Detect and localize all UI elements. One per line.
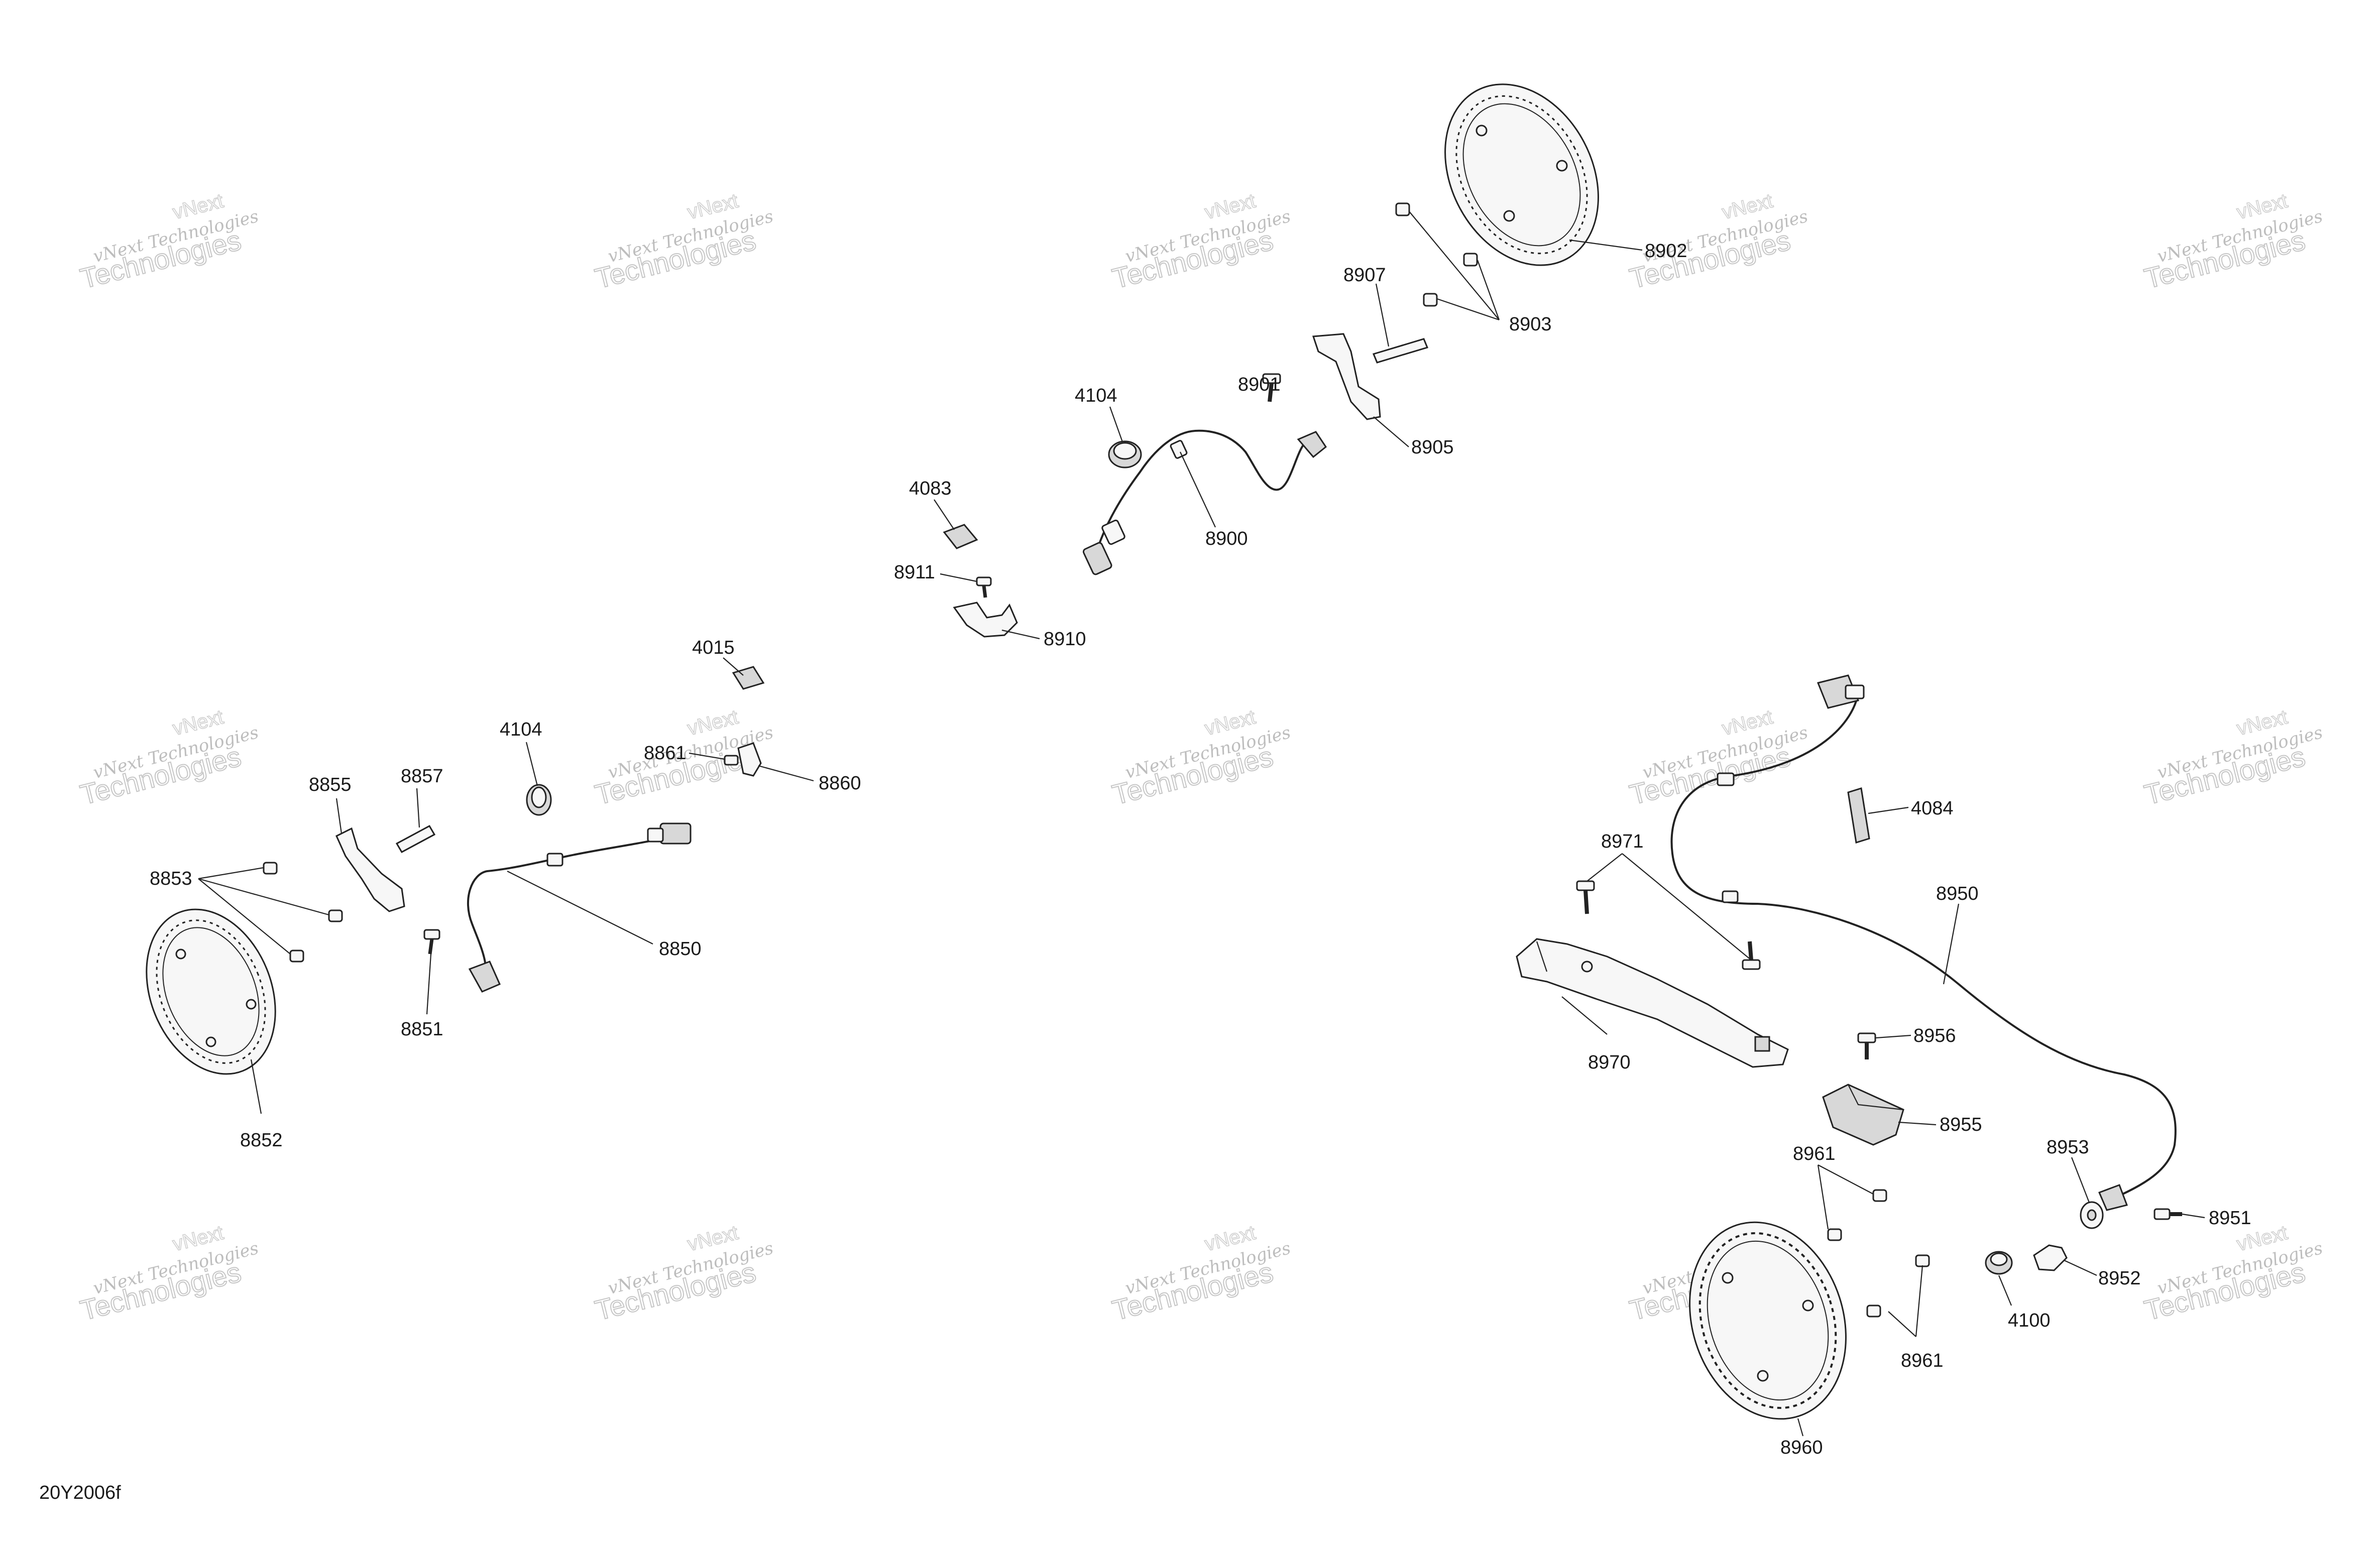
plug-4100 — [1985, 1251, 2013, 1275]
part-label-4083: 4083 — [909, 478, 952, 499]
part-label-8911: 8911 — [894, 562, 935, 583]
bolt-8853 — [263, 862, 343, 963]
part-label-8950: 8950 — [1936, 883, 1979, 904]
bolt-8961 — [1827, 1189, 1930, 1318]
part-label-4015: 4015 — [692, 637, 735, 658]
part-label-4104-top: 4104 — [1075, 385, 1117, 406]
part-label-8901: 8901 — [1238, 374, 1281, 395]
grommet-4104-mid — [526, 784, 552, 816]
part-label-8857: 8857 — [401, 766, 443, 787]
bracket-8860 — [724, 742, 762, 777]
bracket-8905 — [1312, 333, 1381, 420]
part-label-8910: 8910 — [1044, 629, 1086, 650]
washer-8953 — [2080, 1201, 2104, 1229]
part-label-4100: 4100 — [2008, 1310, 2051, 1331]
clip-4015 — [732, 666, 765, 690]
part-label-8961-top: 8961 — [1793, 1143, 1836, 1164]
part-label-8955: 8955 — [1940, 1114, 1982, 1135]
leader-lines — [198, 210, 2205, 1437]
wheel-speed-sensor-8850 — [467, 822, 692, 993]
part-label-8861: 8861 — [644, 743, 687, 764]
part-label-8952: 8952 — [2098, 1268, 2141, 1289]
part-label-8971: 8971 — [1601, 831, 1644, 852]
wheel-speed-sensor-8950 — [1670, 674, 2177, 1211]
part-label-8956: 8956 — [1913, 1025, 1956, 1046]
sleeve-4084 — [1847, 787, 1870, 844]
part-label-8900: 8900 — [1205, 528, 1248, 549]
grommet-4104-top — [1108, 440, 1142, 468]
part-label-8905: 8905 — [1411, 437, 1454, 458]
wheel-speed-sensor-8900 — [1082, 429, 1327, 575]
part-label-8903: 8903 — [1509, 314, 1552, 335]
part-label-8953: 8953 — [2047, 1137, 2089, 1158]
screw-8861 — [724, 755, 739, 766]
part-label-8960: 8960 — [1780, 1437, 1823, 1458]
part-label-8853: 8853 — [150, 868, 192, 889]
part-label-8961-bottom: 8961 — [1901, 1350, 1944, 1371]
part-label-8850: 8850 — [659, 938, 702, 960]
part-label-8852: 8852 — [240, 1130, 283, 1151]
diagram-reference-code: 20Y2006f — [39, 1482, 121, 1503]
part-label-8970: 8970 — [1588, 1052, 1631, 1073]
pin-8857 — [395, 824, 436, 854]
tone-ring-8902 — [1444, 83, 1599, 266]
part-label-8851: 8851 — [401, 1019, 443, 1040]
block-8955 — [1822, 1084, 1904, 1146]
screw-8911 — [976, 576, 992, 598]
bracket-8910 — [953, 602, 1018, 638]
pin-8907 — [1372, 338, 1429, 364]
part-label-8902: 8902 — [1645, 241, 1687, 262]
tone-ring-8960 — [1689, 1221, 1847, 1420]
screw-8971 — [1576, 880, 1761, 970]
screw-8851 — [423, 929, 440, 955]
bolt-8903 — [1395, 202, 1478, 307]
bracket-8855 — [335, 827, 405, 912]
part-label-4084: 4084 — [1911, 798, 1954, 819]
cable-guard-8970 — [1516, 938, 1789, 1068]
part-label-8855: 8855 — [309, 774, 352, 795]
cap-8952 — [2033, 1244, 2068, 1271]
tone-ring-8852 — [146, 908, 276, 1075]
part-label-8951: 8951 — [2209, 1208, 2251, 1229]
part-label-layer: 8902 8907 8903 8901 8905 4104 8900 4083 … — [150, 241, 2251, 1458]
part-label-8860: 8860 — [819, 773, 861, 794]
clip-4083 — [943, 524, 978, 549]
part-label-4104-mid: 4104 — [500, 719, 542, 740]
part-label-8907: 8907 — [1343, 265, 1386, 286]
screw-8956 — [1857, 1032, 1876, 1059]
screw-8951 — [2154, 1208, 2182, 1220]
